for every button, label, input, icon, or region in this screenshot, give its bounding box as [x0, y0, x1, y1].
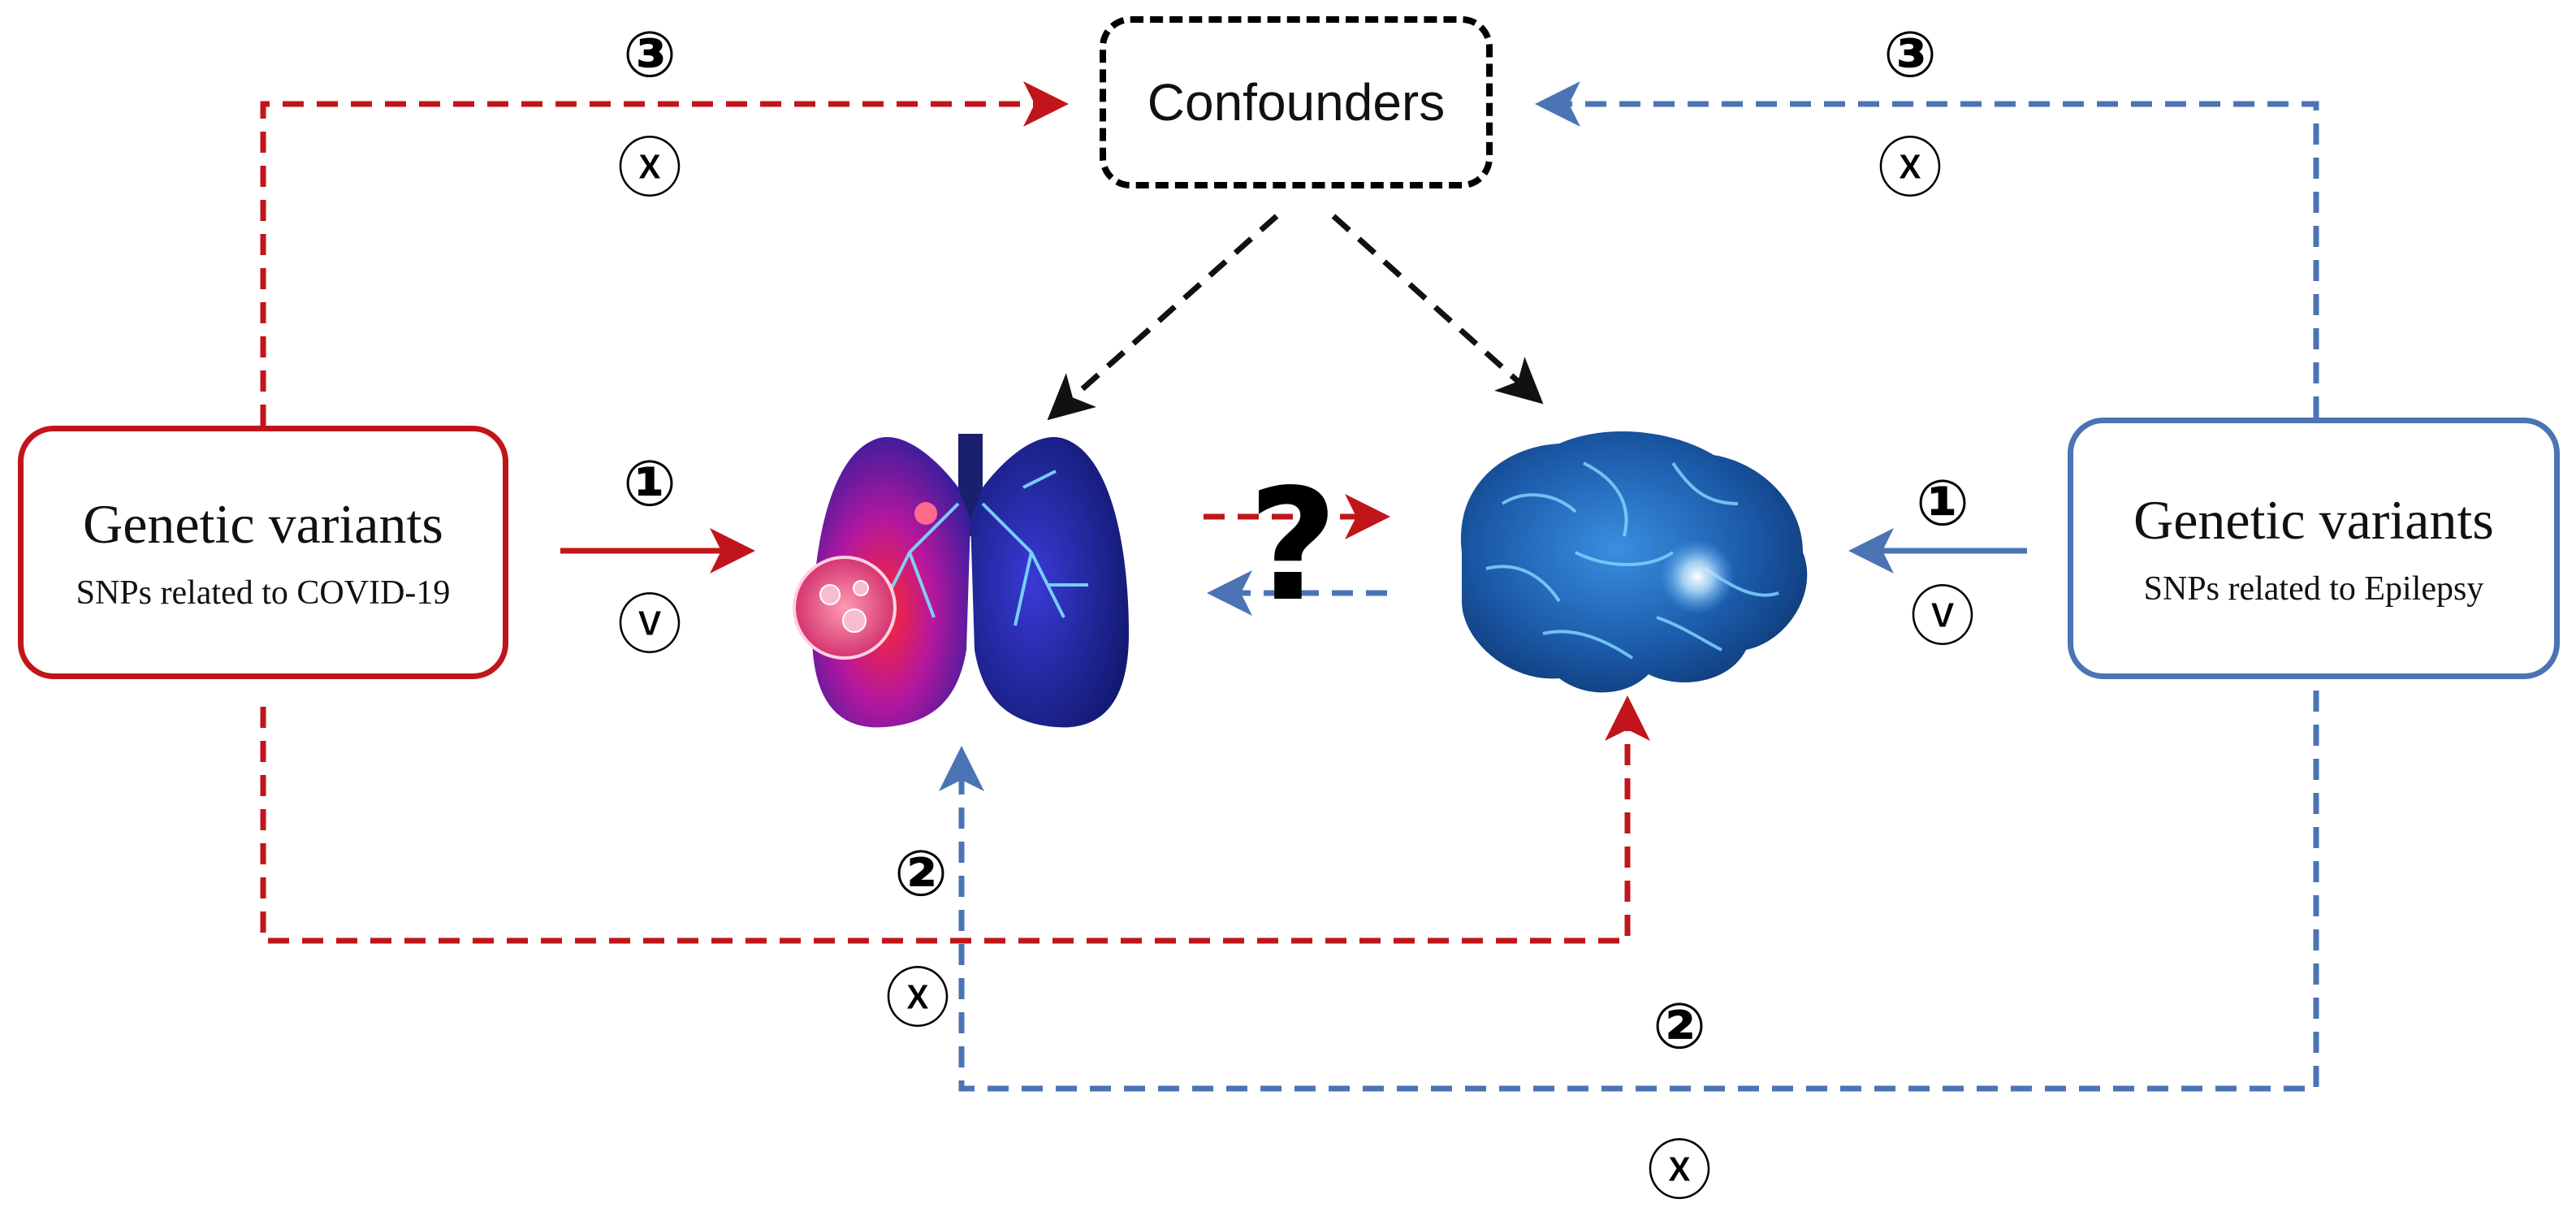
- right-assumption-3-number: ③: [1882, 19, 1938, 92]
- epilepsy-genetic-variants-box: Genetic variants SNPs related to Epileps…: [2068, 418, 2560, 679]
- left-assumption-3-status-icon: ⓧ: [617, 131, 682, 206]
- epilepsy-to-lungs-path: [939, 691, 2319, 1092]
- covid-box-subtitle: SNPs related to COVID-19: [76, 574, 451, 613]
- confounder-to-lungs-arrow: [1047, 214, 1279, 421]
- covid-to-brain-path: [260, 695, 1650, 944]
- epilepsy-to-confounders-path: [1535, 81, 2319, 418]
- left-assumption-2-status-icon: ⓧ: [885, 961, 950, 1037]
- right-assumption-1-number: ①: [1915, 467, 1970, 540]
- covid-genetic-variants-box: Genetic variants SNPs related to COVID-1…: [18, 426, 508, 679]
- right-assumption-2-number: ②: [1652, 990, 1707, 1063]
- brain-icon: [1460, 431, 1808, 693]
- right-assumption-1-status-icon: ⓥ: [1910, 579, 1975, 655]
- confounder-to-brain-arrow: [1331, 214, 1544, 405]
- lungs-icon: [793, 434, 1129, 728]
- covid-box-title: Genetic variants: [83, 492, 443, 555]
- causal-question-mark: ?: [1247, 456, 1338, 635]
- confounders-label: Confounders: [1147, 73, 1446, 132]
- left-assumption-3-number: ③: [622, 19, 677, 92]
- covid-to-confounders-path: [260, 81, 1069, 426]
- right-assumption-3-status-icon: ⓧ: [1878, 131, 1943, 206]
- epilepsy-box-subtitle: SNPs related to Epilepsy: [2143, 570, 2484, 608]
- confounders-box: Confounders: [1100, 16, 1493, 188]
- epilepsy-box-title: Genetic variants: [2133, 488, 2494, 551]
- left-assumption-1-number: ①: [622, 448, 677, 521]
- right-assumption-2-status-icon: ⓧ: [1647, 1133, 1712, 1209]
- left-assumption-2-number: ②: [893, 838, 949, 911]
- left-assumption-1-status-icon: ⓥ: [617, 587, 682, 663]
